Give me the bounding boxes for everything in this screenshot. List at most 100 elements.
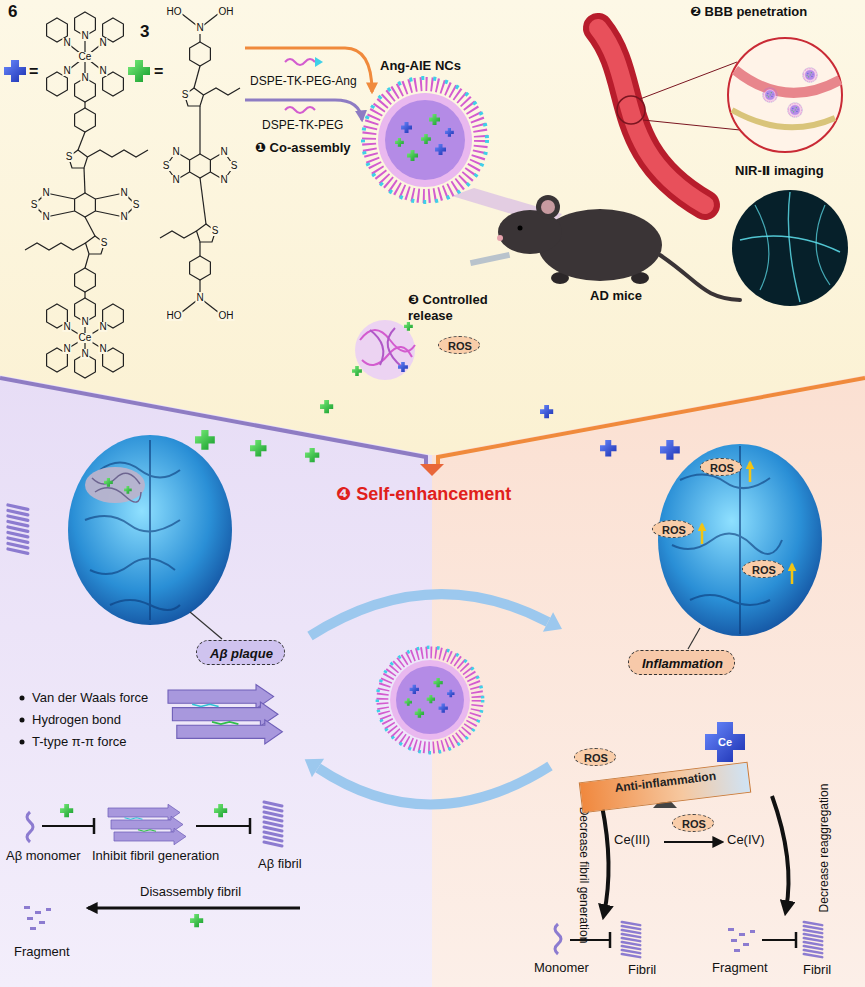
node-text: Aβ plaque	[210, 646, 273, 661]
controlled-release	[352, 320, 415, 380]
left-brain	[8, 435, 232, 639]
node-text: ROS	[682, 818, 706, 830]
ros-ellipse: ROS	[742, 560, 784, 578]
step-label: ❹ Self-enhancement	[336, 484, 511, 506]
atom-label: S	[162, 161, 171, 171]
state-label: Monomer	[534, 960, 589, 976]
step-label: ❷ BBB penetration	[690, 4, 807, 20]
node-text: Anti-inflammation	[614, 769, 717, 795]
process-label: Disassembly fibril	[140, 884, 241, 900]
atom-label: N	[98, 322, 107, 332]
node-text: ROS	[662, 524, 686, 536]
node-text: ROS	[448, 340, 472, 352]
blood-vessel	[598, 28, 842, 205]
atom-label: N	[80, 73, 89, 83]
process-label: Decrease reaggregation	[817, 784, 831, 913]
atom-label: N	[62, 344, 71, 354]
atom-label: HO	[166, 7, 183, 17]
nir-image	[732, 190, 848, 306]
node-text: ROS	[710, 462, 734, 474]
ce-mechanisms	[555, 795, 822, 957]
atom-label: S	[181, 90, 190, 100]
callout-pill: Inflammation	[628, 650, 735, 675]
abeta-mechanisms	[20, 685, 301, 931]
state-label: Fibril	[628, 962, 656, 978]
atom-label: OH	[218, 7, 235, 17]
floating-crosses	[195, 400, 680, 462]
node-text: ROS	[584, 752, 608, 764]
node-text: Ce	[718, 736, 732, 748]
state-label: Fragment	[712, 960, 768, 976]
process-label: Inhibit fibril generation	[92, 848, 219, 864]
co-assembly-arrows	[245, 48, 372, 120]
atom-label: Ce	[78, 52, 93, 62]
atom-label: N	[119, 188, 128, 198]
atom-label: N	[171, 175, 180, 185]
ros-ellipse: ROS	[652, 520, 694, 538]
atom-label: S	[65, 152, 74, 162]
bullet-text: Van der Waals force	[32, 690, 148, 706]
ros-ellipse: ROS	[700, 458, 742, 476]
balance-bar: Anti-inflammation	[579, 762, 752, 813]
callout-pill: Aβ plaque	[196, 640, 285, 665]
compound-6-structure	[25, 12, 148, 378]
atom-label: N	[219, 147, 228, 157]
compound-number: 6	[8, 2, 17, 22]
reagent-label: DSPE-TK-PEG	[262, 118, 343, 132]
atom-label: N	[195, 23, 204, 33]
state-label: Fibril	[803, 962, 831, 978]
atom-label: Ce	[78, 333, 93, 343]
atom-label: N	[80, 317, 89, 327]
atom-label: N	[80, 349, 89, 359]
compound-3-structure	[160, 14, 240, 312]
atom-label: N	[41, 188, 50, 198]
compound-number: 3	[140, 22, 149, 42]
reagent-label: DSPE-TK-PEG-Ang	[250, 74, 357, 88]
atom-label: N	[62, 38, 71, 48]
ros-ellipse: ROS	[672, 814, 714, 832]
atom-label: N	[98, 66, 107, 76]
atom-label: HO	[166, 311, 183, 321]
oxidation-state: Ce(IV)	[727, 832, 765, 848]
atom-label: N	[41, 212, 50, 222]
ce-cross: Ce	[705, 722, 745, 762]
mouse	[470, 195, 740, 300]
atom-label: N	[119, 212, 128, 222]
atom-label: S	[30, 200, 39, 210]
atom-label: N	[98, 344, 107, 354]
atom-label: S	[230, 161, 239, 171]
nanoparticle	[363, 78, 562, 226]
particle-label: Ang-AIE NCs	[380, 58, 461, 74]
atom-label: N	[62, 66, 71, 76]
state-label: Aβ fibril	[258, 856, 302, 872]
node-text: Inflammation	[642, 656, 723, 671]
atom-label: OH	[218, 311, 235, 321]
bullet-text: Hydrogen bond	[32, 712, 121, 728]
atom-label: S	[132, 200, 141, 210]
oxidation-state: Ce(III)	[614, 832, 650, 848]
ros-ellipse: ROS	[574, 748, 616, 766]
atom-label: N	[62, 322, 71, 332]
step-label: NIR-Ⅱ imaging	[735, 163, 824, 179]
ros-ellipse: ROS	[438, 336, 480, 354]
equals-sign: =	[29, 62, 38, 81]
atom-label: N	[219, 175, 228, 185]
process-label: Decrease fibril generation	[577, 807, 591, 944]
step-label: ❶ Co-assembly	[255, 140, 351, 156]
cycle-arrows	[305, 594, 562, 804]
right-brain	[658, 444, 822, 649]
step-label: ❸ Controlled release	[408, 292, 504, 323]
atom-label: N	[171, 147, 180, 157]
atom-label: S	[100, 238, 109, 248]
atom-label: N	[80, 31, 89, 41]
bullet-text: T-type π-π force	[32, 734, 127, 750]
state-label: Aβ monomer	[6, 848, 81, 864]
model-label: AD mice	[590, 288, 642, 304]
node-text: ROS	[752, 564, 776, 576]
state-label: Fragment	[14, 944, 70, 960]
atom-label: S	[211, 226, 220, 236]
atom-label: N	[98, 38, 107, 48]
equals-sign: =	[154, 62, 163, 81]
